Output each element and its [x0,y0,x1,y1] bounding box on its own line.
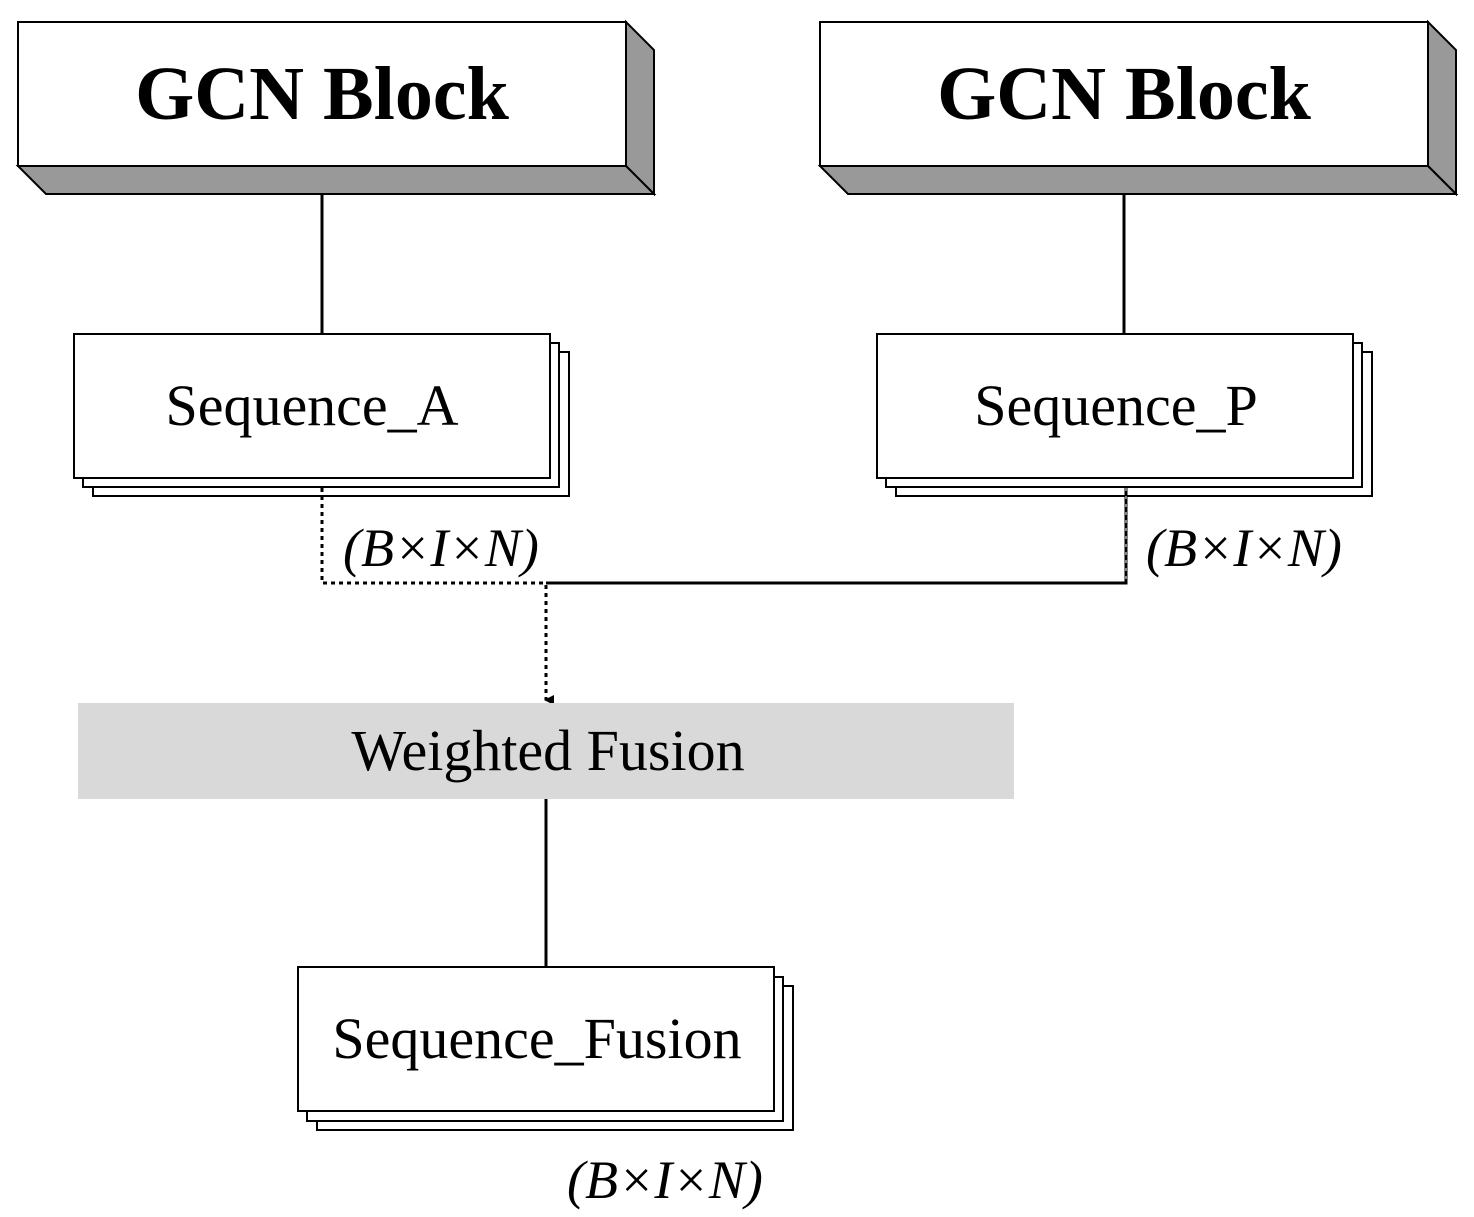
weighted-fusion-node: Weighted Fusion [78,703,1014,799]
weighted-fusion-box [78,703,1014,799]
gcn-block-left: GCN Block [15,19,657,197]
connector-sequence-p-solid [546,488,1128,585]
sequence-p-stack: Sequence_P [876,333,1373,497]
sequence-fusion-page-front [297,966,775,1112]
gcn-block-right-label: GCN Block [937,52,1311,136]
gcn-block-left-label: GCN Block [135,52,509,136]
gcn-block-right: GCN Block [817,19,1459,197]
sequence-p-page-front [876,333,1354,479]
gcn-block-left-bottom [15,165,657,195]
gcn-block-right-side [1427,19,1457,197]
sequence-fusion-label: Sequence_Fusion [332,1006,741,1071]
gcn-block-right-bottom [817,165,1459,195]
sequence-a-stack: Sequence_A [73,333,570,497]
sequence-a-label: Sequence_A [165,373,458,438]
gcn-block-left-face [17,21,627,167]
sequence-a-page-front [73,333,551,479]
sequence-p-label: Sequence_P [974,373,1258,438]
sequence-fusion-dims: (B×I×N) [567,1150,763,1210]
sequence-p-dims: (B×I×N) [1146,518,1342,578]
gcn-block-right-face [819,21,1429,167]
gcn-block-left-side [625,19,655,197]
sequence-a-dims: (B×I×N) [343,518,539,578]
weighted-fusion-label: Weighted Fusion [351,718,744,783]
sequence-fusion-stack: Sequence_Fusion [297,966,794,1131]
